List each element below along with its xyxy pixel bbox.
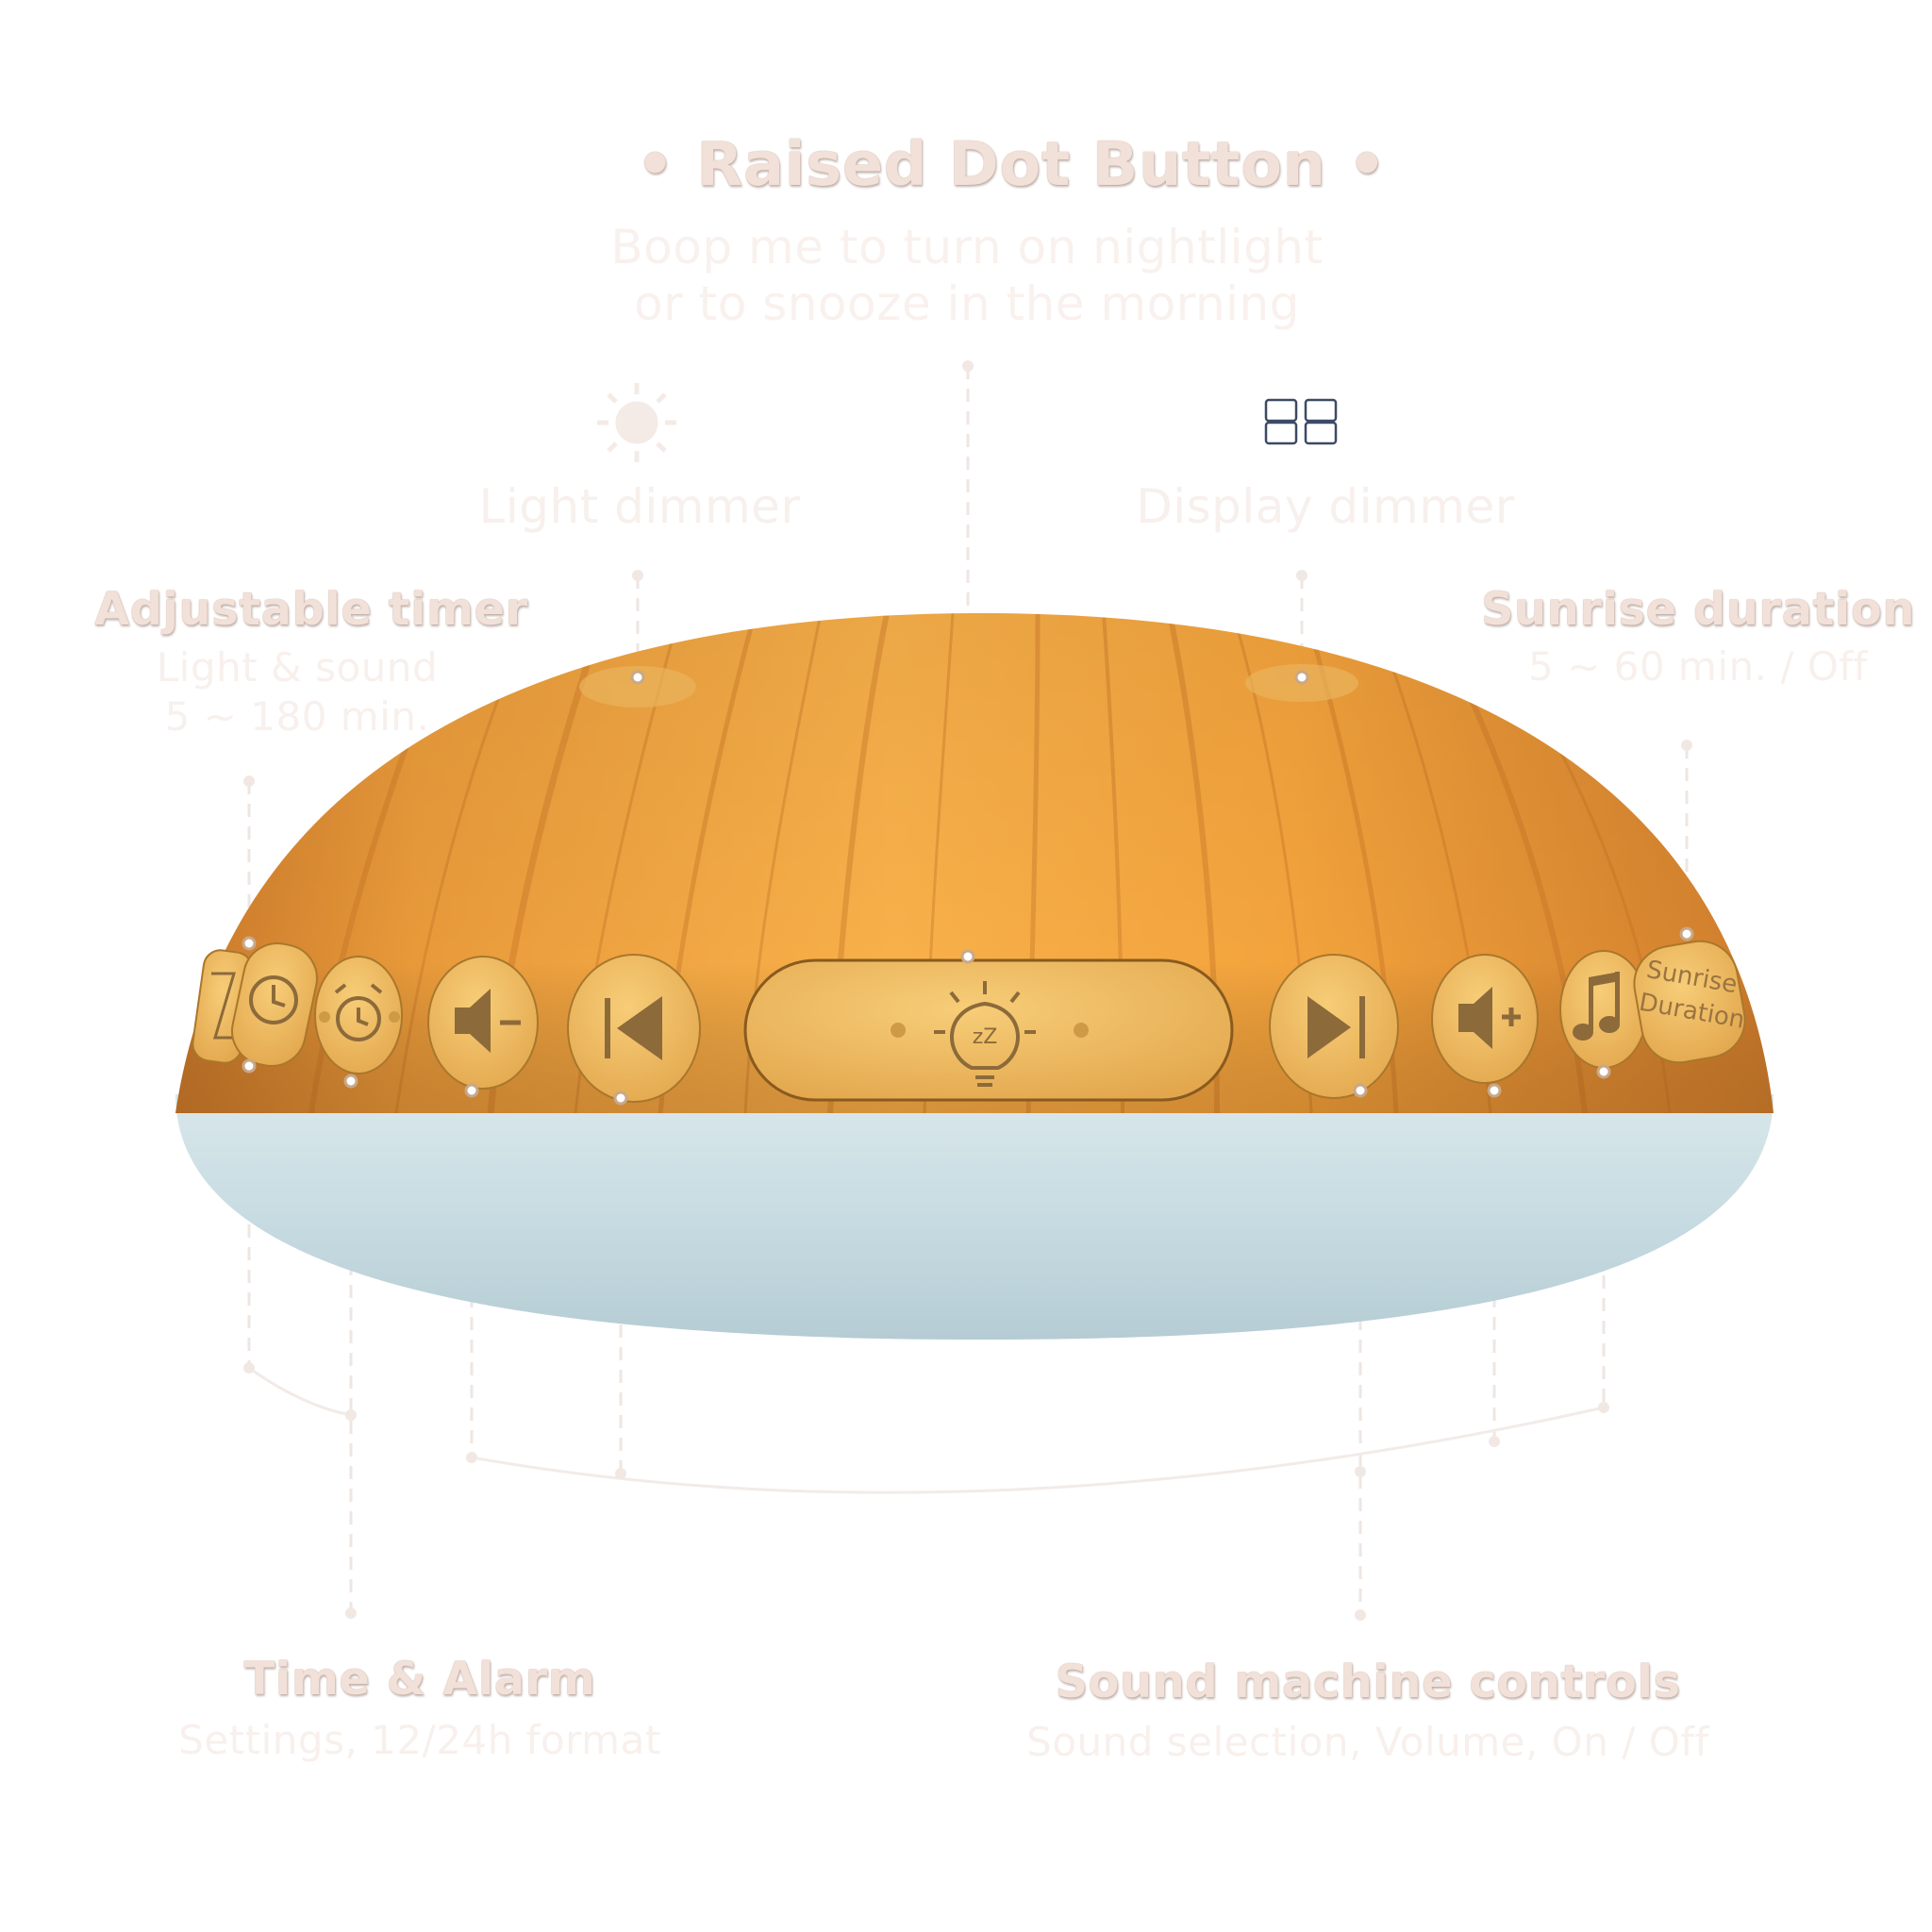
raised-dot-title: • Raised Dot Button • [636,130,1387,200]
raised-dot-subtitle-line1: Boop me to turn on nightlight [610,220,1324,275]
alarm-dot-right [389,1011,400,1023]
volume-up-button[interactable] [1431,954,1539,1084]
adjustable-timer-line2: 5 ~ 180 min. [164,693,430,740]
volume-up-icon [1458,987,1492,1049]
sunrise-duration-subtitle: 5 ~ 60 min. / Off [1528,643,1868,690]
nightlight-snooze-button[interactable]: zZ [743,958,1234,1102]
digits-88-icon [1264,398,1338,445]
volume-down-button[interactable] [427,956,539,1090]
previous-icon [617,996,662,1060]
sound-controls-title: Sound machine controls [1055,1656,1681,1708]
clock-hands-icon [272,985,286,1008]
next-button[interactable] [1269,954,1399,1099]
sound-controls-bracket [471,1406,1605,1494]
zz-glyph: zZ [973,1025,998,1049]
light-dimmer-label: Light dimmer [478,479,801,534]
sound-selection-button[interactable] [1559,950,1648,1069]
music-note-icon [1573,972,1620,1041]
leader-dots-outer [243,360,1692,1621]
time-alarm-title: Time & Alarm [243,1653,596,1706]
raised-dot-right [1074,1023,1089,1038]
time-alarm-bracket [248,1366,352,1417]
leader-dots-inner [242,670,1694,1106]
raised-dot-left [891,1023,906,1038]
raised-dot-subtitle: Boop me to turn on nightlight or to snoo… [566,219,1368,332]
adjustable-timer-title: Adjustable timer [94,583,528,636]
hourglass-icon [211,972,238,1040]
next-icon [1307,996,1351,1058]
sun-icon [597,383,676,462]
light-dimmer-knob [579,666,696,708]
raised-dot-subtitle-line2: or to snooze in the morning [634,276,1300,331]
alarm-dot-left [319,1011,330,1023]
plus-icon [1502,1008,1521,1026]
nightlight-snooze-icon [934,981,1036,1087]
alarm-clock-details [334,983,383,1026]
clock-icon [249,975,298,1024]
previous-button[interactable] [567,954,701,1103]
sound-controls-subtitle: Sound selection, Volume, On / Off [1026,1719,1709,1765]
volume-down-icon [455,989,491,1053]
display-dimmer-label: Display dimmer [1136,479,1515,534]
alarm-button[interactable] [314,956,403,1074]
sunrise-duration-title: Sunrise duration [1481,583,1916,636]
clock-button[interactable] [225,937,323,1072]
alarm-clock-icon [336,996,381,1041]
adjustable-timer-subtitle: Light & sound 5 ~ 180 min. [94,643,500,741]
sunrise-duration-button[interactable]: Sunrise Duration [1628,935,1751,1068]
device-base [175,1094,1774,1340]
adjustable-timer-line1: Light & sound [156,644,439,691]
time-alarm-subtitle: Settings, 12/24h format [178,1717,661,1763]
